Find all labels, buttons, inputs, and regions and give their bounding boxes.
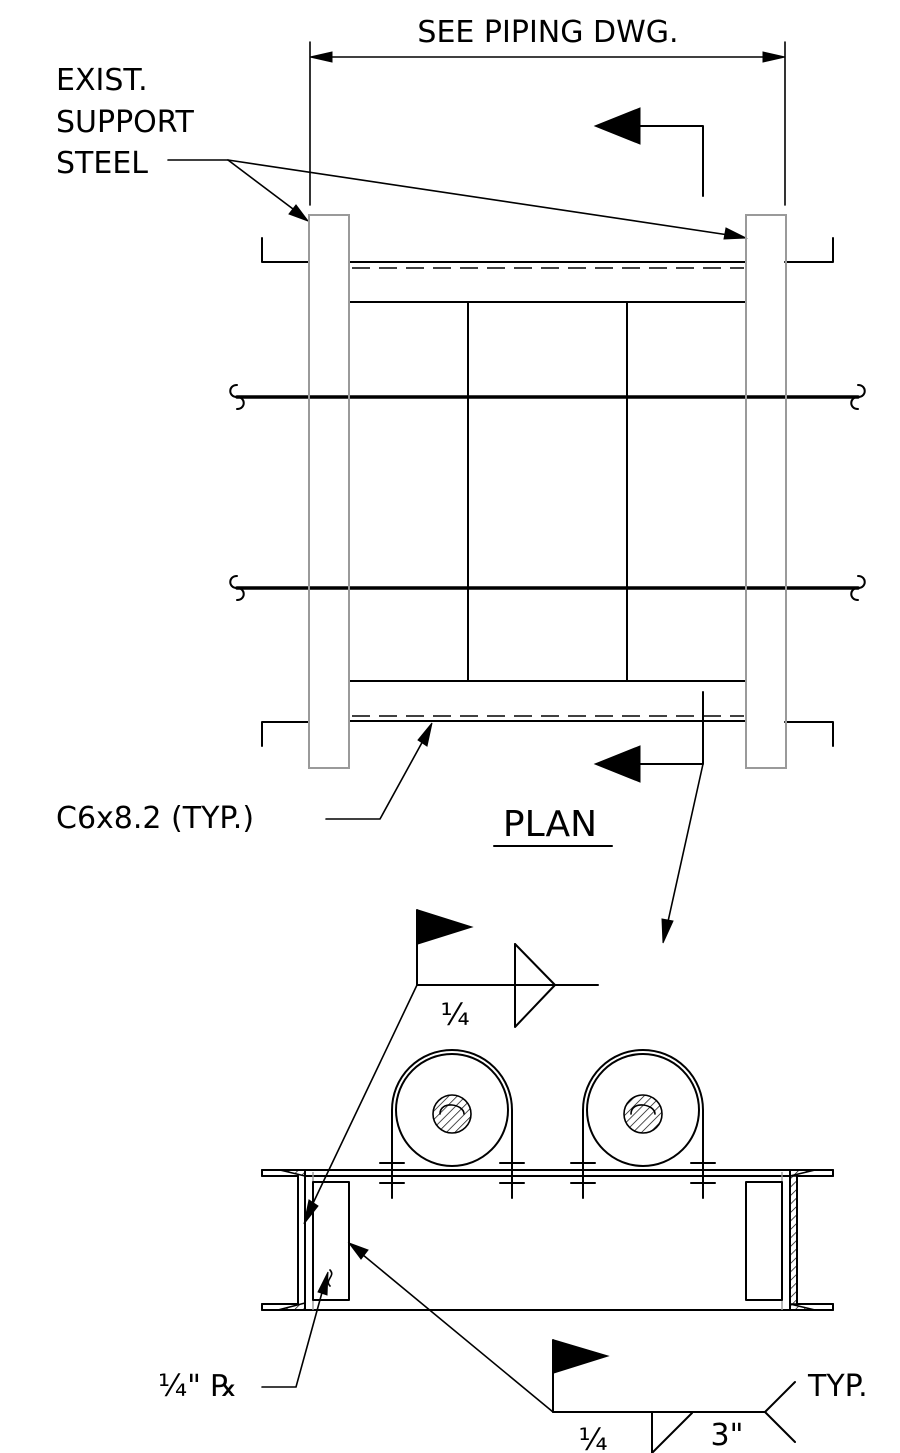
pipe-upper [229,384,866,410]
pipe-lower [229,575,866,601]
plate-callout: ¼" ℞ [158,1271,329,1404]
section-cut-arrow-top [593,107,704,197]
existing-beam-right [781,1169,834,1311]
existing-steel-right [745,214,787,769]
typ-label: TYP. [807,1369,868,1404]
channel-top [348,261,747,303]
channel-section [304,1169,791,1311]
plan-view: SEE PIPING DWG. EXIST. SUPPORT STEEL [56,15,866,944]
pipe-section-right [582,1049,704,1171]
u-bolt-nuts [379,1162,716,1199]
plate-right [745,1181,783,1301]
beam-end-ticks [261,237,834,747]
bottom-weld-length: 3" [711,1418,744,1453]
channel-label: C6x8.2 (TYP.) [56,801,254,836]
existing-steel-label-line-1: EXIST. [56,63,148,98]
weld-symbol-top: ¼ [303,909,599,1225]
existing-steel-label-line-3: STEEL [56,146,148,181]
existing-steel-label-line-2: SUPPORT [56,105,194,140]
bottom-weld-size: ¼ [578,1423,607,1453]
weld-symbol-bottom: ¼ 3" TYP. [347,1241,868,1453]
plate-label: ¼" ℞ [158,1369,237,1404]
channel-callout: C6x8.2 (TYP.) [56,722,433,836]
section-cut-arrow-bottom [593,691,704,944]
existing-beam-left [261,1169,314,1311]
dimension-label: SEE PIPING DWG. [417,15,678,50]
cross-members [348,301,747,682]
existing-steel-callout: EXIST. SUPPORT STEEL [56,63,748,240]
pipe-section-left [391,1049,513,1171]
plate-left [312,1181,350,1301]
plan-title: PLAN [493,804,613,847]
dimension-line: SEE PIPING DWG. [309,15,786,206]
plan-title-text: PLAN [503,804,597,845]
section-view: ¼ [158,909,868,1453]
channel-bottom [348,680,747,722]
top-weld-size: ¼ [440,998,469,1033]
existing-steel-left [308,214,350,769]
